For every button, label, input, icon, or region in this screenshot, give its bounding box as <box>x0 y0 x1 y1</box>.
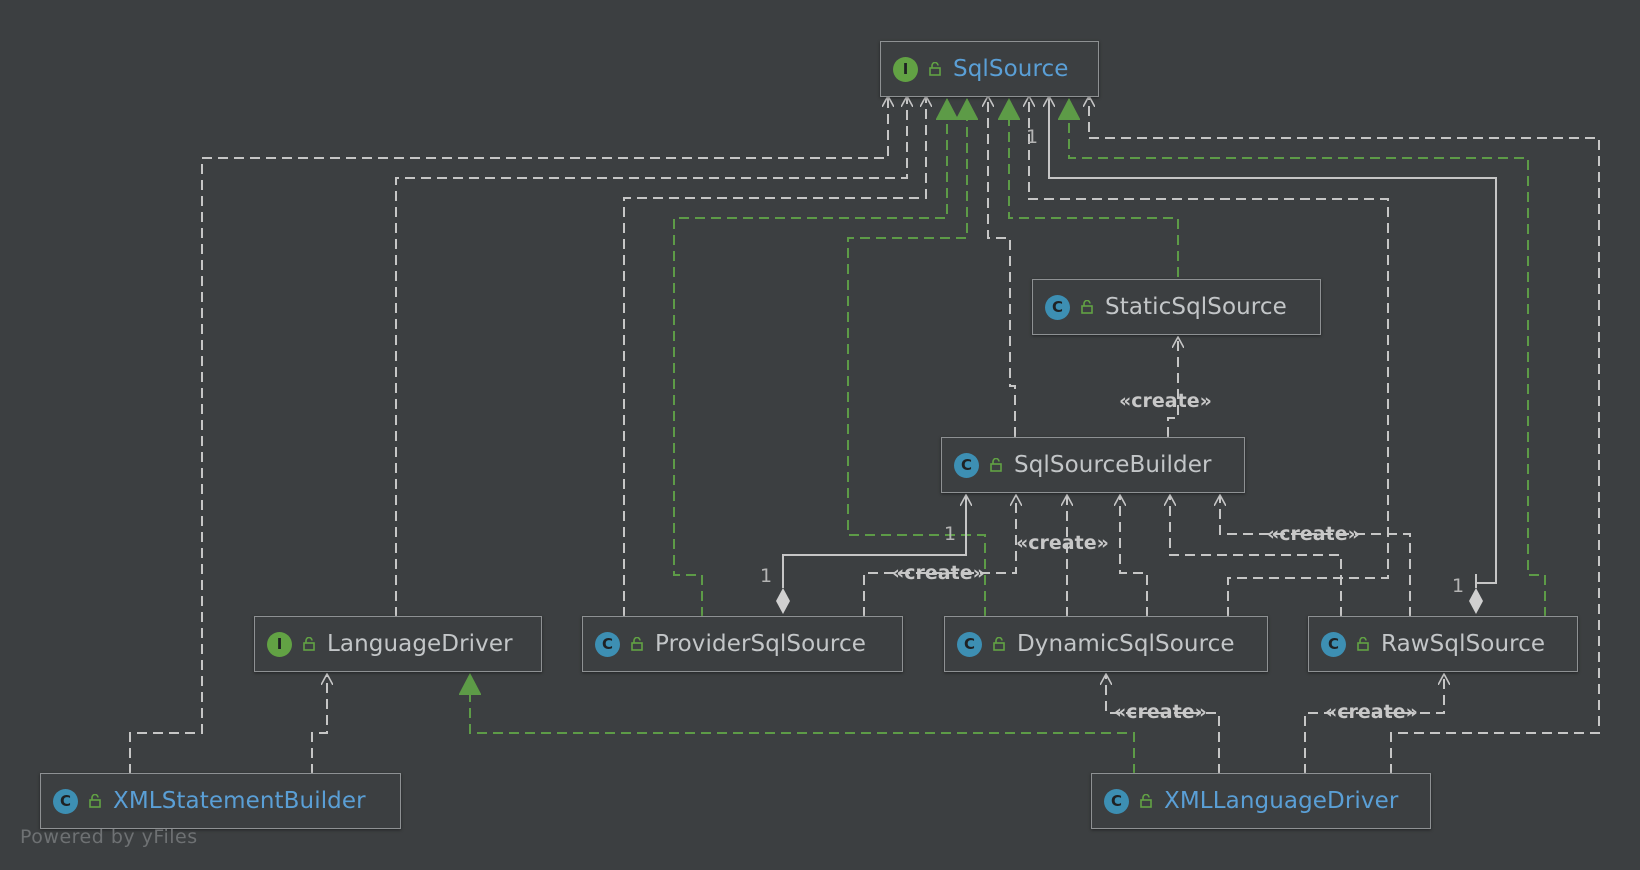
edge-sqlsourcebuilder-create-staticsqlsource <box>1167 337 1178 437</box>
node-raw-sql-source[interactable]: C RawSqlSource <box>1308 616 1578 672</box>
class-badge-icon: C <box>957 631 982 657</box>
edge-providersqlsource-association-sqlsourcebuilder <box>782 495 966 588</box>
multiplicity-dynamic-sqlsource: 1 <box>1026 126 1039 148</box>
public-lock-icon <box>990 458 1002 472</box>
edge-label-create-builder-dynamic: «create» <box>1016 532 1109 554</box>
multiplicity-raw-end: 1 <box>1452 575 1465 597</box>
edge-rawsqlsource-sqlsourcebuilder <box>1170 495 1342 617</box>
public-lock-icon <box>89 794 101 808</box>
edge-label-create-builder-raw: «create» <box>1267 523 1360 545</box>
edge-providersqlsource-sqlsource <box>623 96 926 617</box>
multiplicity-provider-end: 1 <box>760 565 773 587</box>
node-xml-statement-builder[interactable]: C XMLStatementBuilder <box>40 773 401 829</box>
edge-dynamicsqlsource-sqlsourcebuilder <box>1120 495 1148 617</box>
interface-badge-icon: I <box>893 56 918 82</box>
class-badge-icon: C <box>595 631 620 657</box>
public-lock-icon <box>1357 637 1369 651</box>
edge-providersqlsource-create-sqlsourcebuilder <box>863 495 1016 617</box>
node-dynamic-sql-source[interactable]: C DynamicSqlSource <box>944 616 1268 672</box>
public-lock-icon <box>1081 300 1093 314</box>
interface-badge-icon: I <box>267 631 292 657</box>
edge-xmllanguagedriver-create-rawsqlsource <box>1304 674 1444 774</box>
node-label: DynamicSqlSource <box>1017 631 1235 657</box>
edge-label-create-builder-provider: «create» <box>892 562 985 584</box>
edge-xmlstatementbuilder-languagedriver <box>311 674 327 774</box>
node-label: SqlSource <box>953 56 1069 82</box>
edge-dynamicsqlsource-sqlsource <box>1029 96 1389 617</box>
edge-xmllanguagedriver-sqlsource <box>1089 96 1600 774</box>
watermark: Powered by yFiles <box>20 826 198 848</box>
edge-xmlstatementbuilder-sqlsource <box>129 96 888 774</box>
node-sql-source[interactable]: I SqlSource <box>880 41 1099 97</box>
node-label: StaticSqlSource <box>1105 294 1287 320</box>
class-badge-icon: C <box>1045 294 1070 320</box>
public-lock-icon <box>1140 794 1152 808</box>
edge-xmllanguagedriver-create-dynamicsqlsource <box>1106 674 1220 774</box>
node-label: SqlSourceBuilder <box>1014 452 1212 478</box>
edge-xmllanguagedriver-realizes-languagedriver <box>470 674 1135 774</box>
public-lock-icon <box>929 62 941 76</box>
edge-label-create-static: «create» <box>1119 390 1212 412</box>
edge-rawsqlsource-sqlsource-association <box>1049 96 1497 584</box>
edge-providersqlsource-realizes-sqlsource <box>673 99 947 617</box>
public-lock-icon <box>303 637 315 651</box>
diamond-providersqlsource <box>776 588 790 614</box>
node-label: LanguageDriver <box>327 631 513 657</box>
node-sql-source-builder[interactable]: C SqlSourceBuilder <box>941 437 1245 493</box>
class-badge-icon: C <box>1104 788 1129 814</box>
node-static-sql-source[interactable]: C StaticSqlSource <box>1032 279 1321 335</box>
class-badge-icon: C <box>954 452 979 478</box>
node-label: XMLLanguageDriver <box>1164 788 1399 814</box>
edge-label-create-xml-raw: «create» <box>1325 701 1418 723</box>
edge-sqlsourcebuilder-sqlsource <box>988 96 1016 437</box>
class-badge-icon: C <box>53 788 78 814</box>
edge-label-create-xml-dynamic: «create» <box>1114 701 1207 723</box>
multiplicity-builder-end: 1 <box>944 523 957 545</box>
node-xml-language-driver[interactable]: C XMLLanguageDriver <box>1091 773 1431 829</box>
node-label: XMLStatementBuilder <box>113 788 366 814</box>
public-lock-icon <box>993 637 1005 651</box>
diamond-rawsqlsource <box>1469 588 1483 614</box>
node-language-driver[interactable]: I LanguageDriver <box>254 616 542 672</box>
node-provider-sql-source[interactable]: C ProviderSqlSource <box>582 616 903 672</box>
node-label: RawSqlSource <box>1381 631 1546 657</box>
node-label: ProviderSqlSource <box>655 631 866 657</box>
edge-dynamicsqlsource-realizes-sqlsource <box>847 99 986 617</box>
edge-rawsqlsource-realizes-sqlsource <box>1069 99 1546 617</box>
public-lock-icon <box>631 637 643 651</box>
class-badge-icon: C <box>1321 631 1346 657</box>
edge-rawsqlsource-create-sqlsourcebuilder <box>1220 495 1411 617</box>
edge-languagedriver-sqlsource <box>395 96 907 617</box>
